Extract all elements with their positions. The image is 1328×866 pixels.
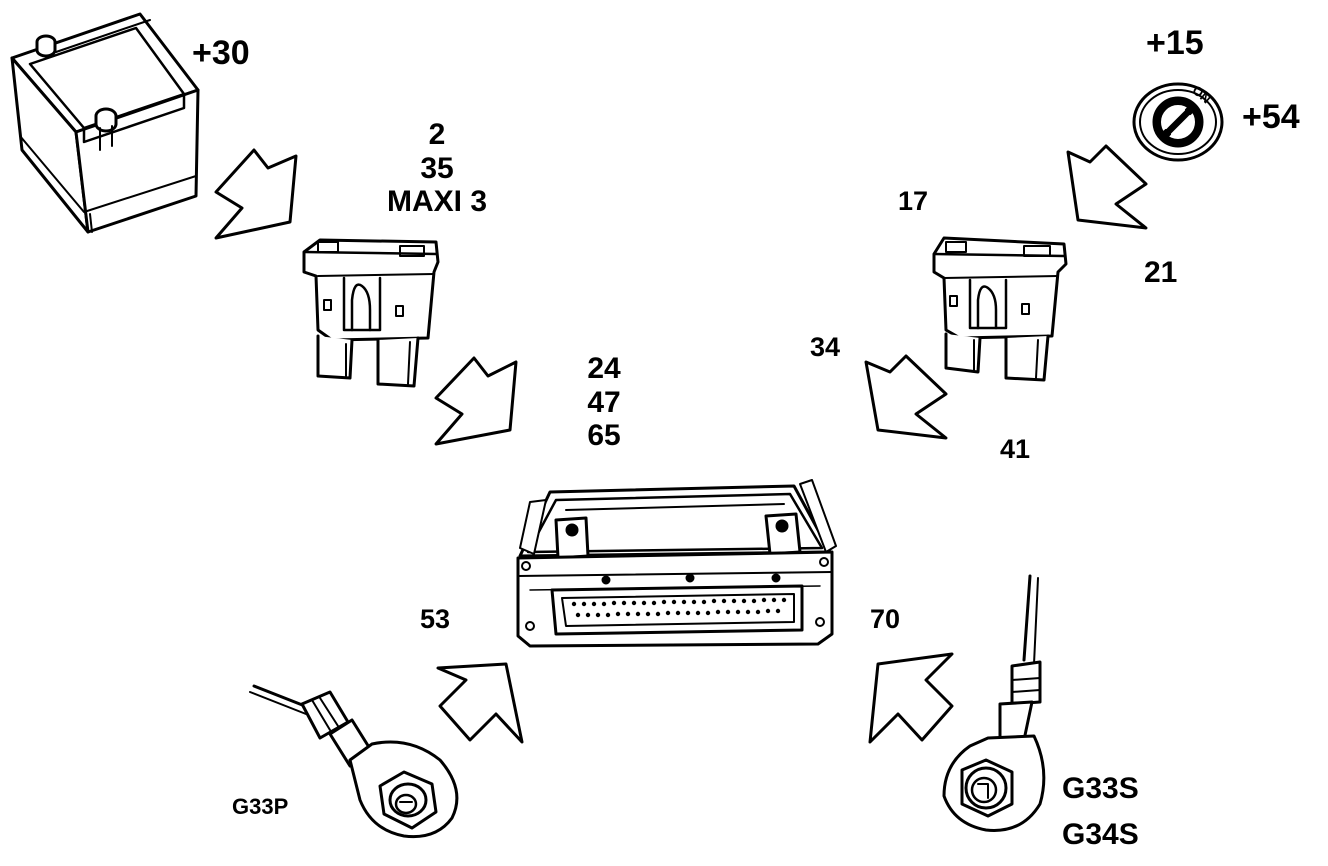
label-terminal-54: +54 [1242, 98, 1300, 136]
label-left-fuse: 2 35 MAXI 3 [368, 118, 506, 219]
ground-eyelet-icon [942, 574, 1046, 832]
flow-arrow-icon [1066, 144, 1148, 230]
label-ground-left: G33P [232, 794, 289, 819]
ignition-switch-icon [1132, 82, 1224, 162]
label-ground-right-2: G34S [1062, 818, 1139, 851]
flow-arrow-icon [864, 354, 948, 440]
label-right-fuse: 17 [898, 186, 929, 216]
label-left-fuse-line3: MAXI 3 [386, 185, 488, 219]
label-wire-70: 70 [870, 604, 901, 634]
label-battery-terminal: +30 [192, 34, 250, 72]
label-left-fuse-line2: 35 [420, 151, 454, 185]
flow-arrow-icon [436, 662, 524, 744]
control-unit-icon [516, 479, 837, 648]
flow-arrow-icon [214, 148, 298, 240]
label-ecu-line2: 47 [587, 385, 621, 419]
flow-arrow-icon [434, 356, 518, 446]
flow-arrow-icon [868, 652, 954, 744]
label-ecu-line3: 65 [587, 419, 621, 453]
label-wire-34: 34 [810, 332, 841, 362]
label-ecu-line1: 24 [587, 352, 621, 385]
label-ground-right-1: G33S [1062, 772, 1139, 805]
label-ecu: 24 47 65 [572, 352, 636, 453]
label-left-fuse-line1: 2 [428, 118, 446, 151]
battery-icon [10, 12, 200, 234]
label-wire-21: 21 [1144, 256, 1178, 289]
ground-eyelet-icon [249, 684, 459, 839]
blade-fuse-icon [932, 236, 1068, 382]
label-terminal-15: +15 [1146, 24, 1204, 62]
blade-fuse-icon [302, 238, 440, 388]
label-wire-53: 53 [420, 604, 451, 634]
label-wire-41: 41 [1000, 434, 1031, 464]
